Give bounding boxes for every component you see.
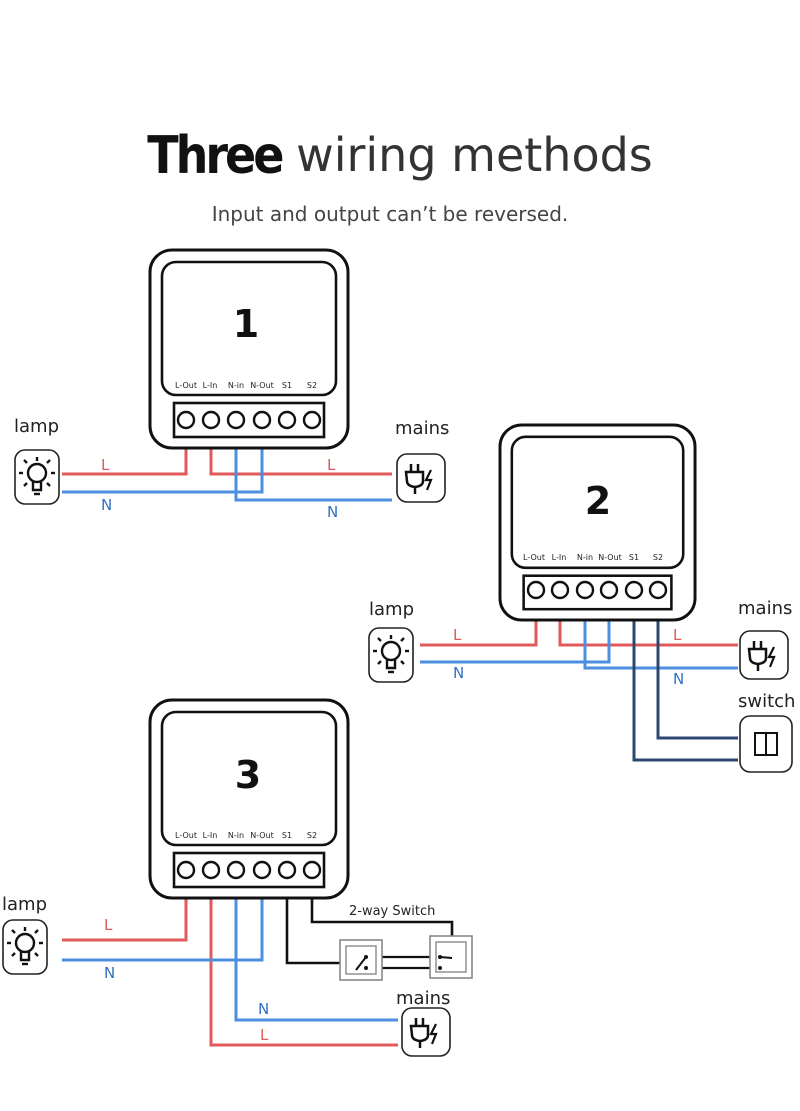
- wire-live-3b: [209, 870, 398, 1047]
- page-subtitle: Input and output can’t be reversed.: [211, 202, 569, 226]
- diagram-number: 3: [235, 753, 261, 797]
- terminal-label: S1: [282, 831, 292, 840]
- diagram-1: L-Out L-In N-in N-Out S1 S2 1 lamp mains…: [13, 248, 449, 521]
- diagram-2: L-Out L-In N-in N-Out S1 S2 2 lamp mains…: [367, 423, 795, 773]
- terminal-label: L-Out: [175, 831, 197, 840]
- mains-label: mains: [396, 988, 450, 1009]
- terminals-1: [176, 410, 322, 430]
- plug-icon: [395, 452, 447, 504]
- wire-switch-2a: [632, 590, 738, 762]
- page-title: Three wiring methods: [0, 124, 800, 186]
- two-way-switch-icon: [429, 935, 473, 979]
- neutral-label: N: [101, 496, 112, 514]
- live-label: L: [101, 456, 110, 474]
- wire-two-way-a: [285, 870, 352, 965]
- terminal-label: N-Out: [250, 381, 274, 390]
- live-label: L: [453, 626, 462, 644]
- lamp-label: lamp: [14, 416, 59, 437]
- terminal-label: N-in: [577, 553, 593, 562]
- diagram-3: L-Out L-In N-in N-Out S1 S2 3 lamp mains…: [1, 698, 473, 1058]
- bulb-icon: [1, 918, 49, 976]
- wire-neutral-3a: [62, 870, 264, 962]
- live-label: L: [673, 626, 682, 644]
- plug-icon: [738, 629, 790, 681]
- terminal-label: S2: [653, 553, 663, 562]
- terminal-label: N-in: [228, 831, 244, 840]
- mains-label: mains: [395, 418, 449, 439]
- two-way-switch-icon: [339, 939, 383, 981]
- terminal-label: L-In: [203, 381, 218, 390]
- switch-label: switch: [738, 691, 795, 712]
- lamp-label: lamp: [369, 599, 414, 620]
- bulb-icon: [367, 626, 415, 684]
- diagram-number: 1: [233, 302, 259, 346]
- terminal-label: L-Out: [175, 381, 197, 390]
- two-way-switch-label: 2-way Switch: [349, 904, 435, 919]
- terminal-label: N-in: [228, 381, 244, 390]
- terminal-label: S1: [629, 553, 639, 562]
- neutral-label: N: [104, 964, 115, 982]
- diagram-number: 2: [585, 479, 611, 523]
- lamp-label: lamp: [2, 894, 47, 915]
- terminal-label: L-In: [552, 553, 567, 562]
- live-label: L: [104, 916, 113, 934]
- terminal-label: S2: [307, 381, 317, 390]
- bulb-icon: [13, 448, 61, 506]
- live-label: L: [327, 456, 336, 474]
- terminal-label: S1: [282, 381, 292, 390]
- terminals-3: [176, 860, 322, 880]
- live-label: L: [260, 1026, 269, 1044]
- wire-switch-2b: [656, 590, 738, 740]
- terminal-label: L-In: [203, 831, 218, 840]
- rocker-switch-icon: [739, 715, 793, 773]
- terminal-label: S2: [307, 831, 317, 840]
- plug-icon: [400, 1006, 452, 1058]
- terminal-label: N-Out: [250, 831, 274, 840]
- neutral-label: N: [327, 503, 338, 521]
- mains-label: mains: [738, 598, 792, 619]
- wire-neutral-3b: [234, 870, 398, 1022]
- neutral-label: N: [673, 670, 684, 688]
- neutral-label: N: [453, 664, 464, 682]
- title-emphasis: Three: [147, 124, 284, 186]
- terminal-label: N-Out: [598, 553, 622, 562]
- terminal-label: L-Out: [523, 553, 545, 562]
- neutral-label: N: [258, 1000, 269, 1018]
- title-rest: wiring methods: [296, 128, 653, 182]
- terminals-2: [526, 580, 668, 600]
